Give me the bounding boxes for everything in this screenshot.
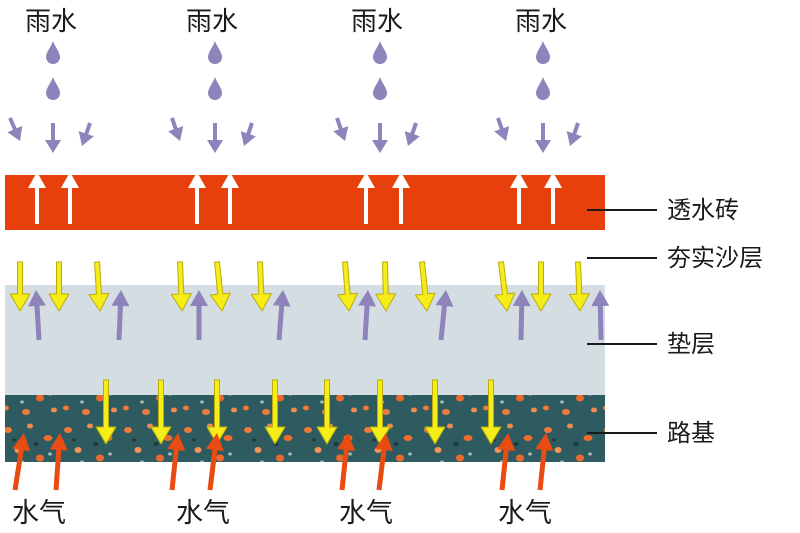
layer-label-brick: 透水砖 [667,196,739,224]
up-arrow [28,290,46,341]
vapor-arrow [12,433,31,491]
permeable-brick-layer [5,175,605,230]
layer-label-base: 垫层 [667,330,715,358]
up-arrow [544,172,562,224]
down-arrow [375,261,397,312]
rain-arrow [78,122,94,146]
up-arrow [61,172,79,224]
up-arrow [435,290,454,341]
up-arrow [591,290,610,340]
rain-arrow [7,117,23,141]
down-arrow [88,261,110,312]
layer-label-sand: 夯实沙层 [667,244,763,272]
down-arrow [414,261,436,312]
up-arrow [111,290,130,341]
vapor-label: 水气 [12,498,66,529]
up-arrow [190,290,208,340]
rain-arrow [535,123,551,153]
up-arrow [28,172,46,224]
base-up-arrows [28,290,610,341]
subgrade-down-arrows [95,379,502,445]
down-arrow [568,261,590,312]
rain-arrow [566,122,582,146]
raindrop-icon [536,41,550,64]
up-arrow [510,172,528,224]
subgrade-layer [5,395,605,462]
down-arrow [9,261,31,312]
rain-labels: 雨水 雨水 雨水 雨水 [25,7,567,37]
rain-arrow [333,117,349,141]
raindrop-icon [373,77,387,100]
rain-label: 雨水 [186,7,238,37]
down-arrow [48,261,70,312]
rain-label: 雨水 [515,7,567,37]
sand-down-arrows [9,261,590,312]
vapor-arrow [535,433,554,491]
brick-up-arrows [28,172,562,224]
up-arrow [512,290,531,340]
vapor-label: 水气 [498,498,552,529]
down-arrow [250,261,272,312]
vapor-arrow [497,433,516,491]
raindrop-icon [46,77,60,100]
down-arrow [530,261,552,312]
down-arrow [150,379,172,445]
rain-arrow [372,123,388,153]
rain-arrow [240,122,256,146]
down-arrow [95,379,117,445]
raindrop-icon [373,41,387,64]
up-arrow [358,290,376,341]
raindrop-icon [46,41,60,64]
raindrop-icon [208,41,222,64]
rain-arrow [168,117,184,141]
down-arrow [316,379,338,445]
down-arrow [206,379,228,445]
vapor-label: 水气 [339,498,393,529]
raindrops [46,41,550,100]
up-arrow [357,172,375,224]
rain-label: 雨水 [351,7,403,37]
vapor-arrow [337,433,356,491]
rain-arrow [45,123,61,153]
down-arrow [264,379,286,445]
raindrop-icon [208,77,222,100]
down-arrow [209,261,231,312]
raindrop-icon [536,77,550,100]
up-arrow [392,172,410,224]
up-arrow [188,172,206,224]
rain-arrow [207,123,223,153]
down-arrow [494,261,516,312]
vapor-arrow [206,433,224,491]
up-arrow [221,172,239,224]
down-arrow [170,261,192,312]
up-arrow [272,290,291,341]
vapor-arrow [375,433,393,491]
rain-arrow [404,122,420,146]
layer-label-subgrade: 路基 [667,419,715,447]
rain-label: 雨水 [25,7,77,37]
down-arrow [480,379,502,445]
vapor-label: 水气 [176,498,230,529]
rain-arrow [494,117,510,141]
vapor-arrow [49,433,68,491]
down-arrow [424,379,446,445]
down-arrow [337,261,359,312]
layer-labels: 透水砖 夯实沙层 垫层 路基 [587,196,763,447]
vapor-arrow [167,433,186,491]
vapor-arrows [12,433,554,491]
vapor-labels: 水气 水气 水气 水气 [12,498,552,529]
rain-arrows [7,117,582,153]
